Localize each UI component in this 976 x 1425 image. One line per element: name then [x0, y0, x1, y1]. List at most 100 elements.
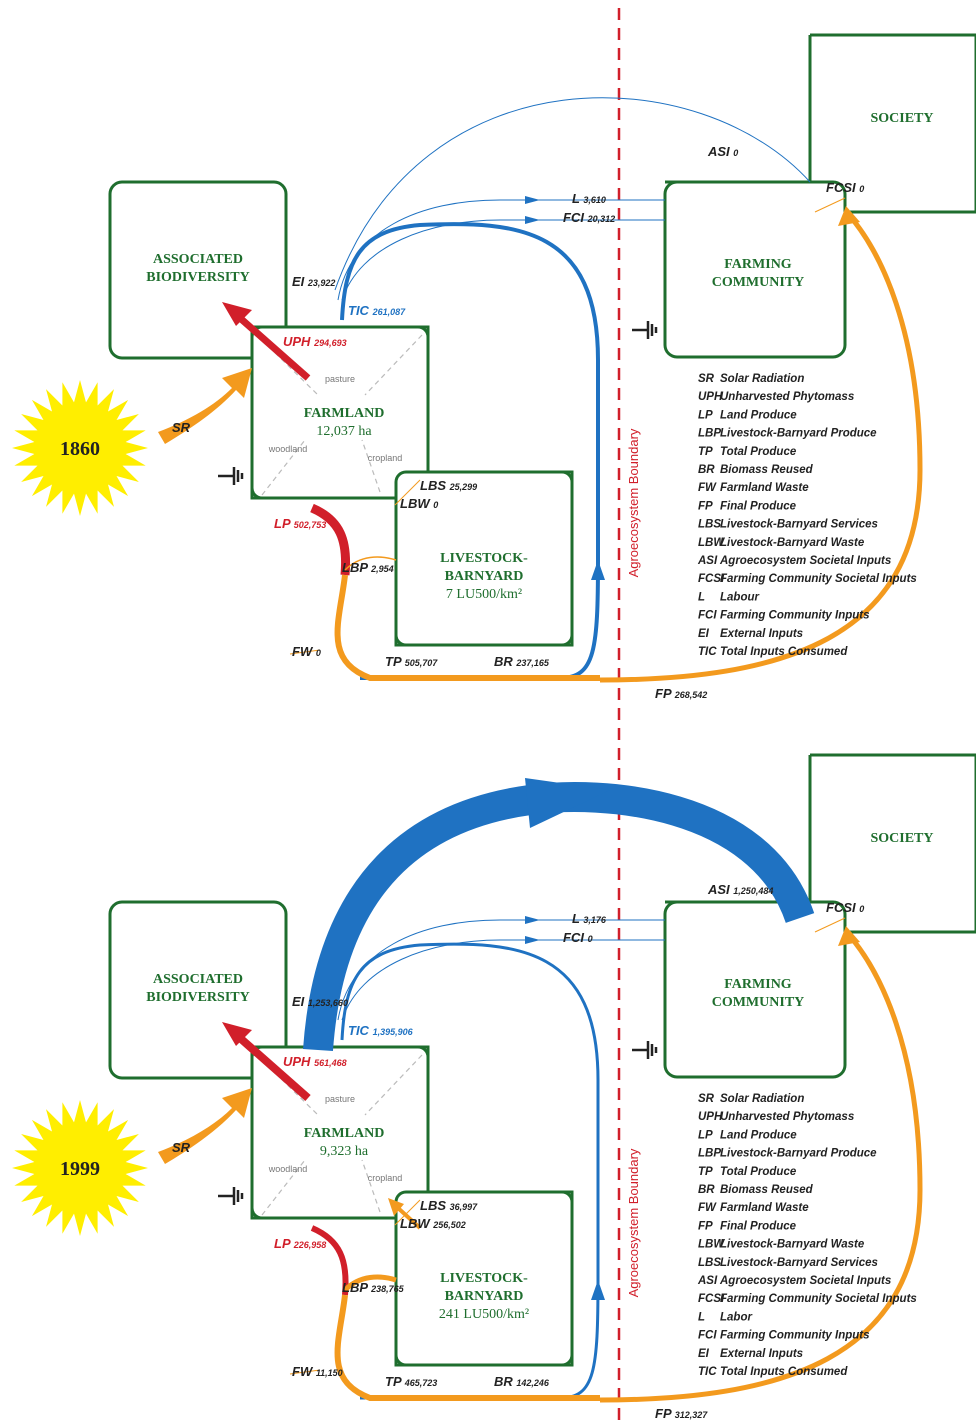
land-use-dividers [261, 1054, 423, 1216]
lbp-label: LBP 2,954 [342, 560, 394, 575]
tp-label: TP 465,723 [385, 1374, 437, 1389]
fcsi-arrow [814, 197, 846, 213]
sun-icon: 1860 [12, 380, 148, 516]
sr-arrow [158, 368, 252, 444]
farmland-title: FARMLAND [304, 406, 385, 421]
legend-text: Total Produce [720, 1166, 797, 1178]
legend-code: L [698, 1311, 705, 1323]
legend-text: Farming Community Societal Inputs [720, 1293, 917, 1305]
legend-text: Livestock-Barnyard Services [720, 519, 878, 531]
legend-text: Livestock-Barnyard Waste [720, 537, 865, 549]
legend-code: TIC [698, 1366, 717, 1378]
legend-code: FCI [698, 610, 717, 622]
legend-text: Biomass Reused [720, 464, 814, 476]
farmland-sink-icon [218, 1187, 244, 1205]
legend-code: LP [698, 409, 713, 421]
society-box [810, 33, 976, 214]
legend-text: Livestock-Barnyard Produce [720, 428, 877, 440]
livestock-density: 241 LU500/km² [439, 1307, 529, 1322]
legend-code: TIC [698, 646, 717, 658]
legend-text: External Inputs [720, 1348, 803, 1360]
fci-label: FCI 20,312 [563, 210, 615, 225]
panel-1860: 1860ASSOCIATEDBIODIVERSITYFARMLAND12,037… [12, 33, 976, 701]
associated-biodiversity-title-2: BIODIVERSITY [146, 990, 249, 1005]
legend-text: Farming Community Inputs [720, 1330, 870, 1342]
legend-code: EI [698, 628, 710, 640]
lp-label: LP 502,753 [274, 516, 326, 531]
l-label: L 3,610 [572, 191, 606, 206]
uph-label: UPH 294,693 [283, 334, 347, 349]
legend-code: LBS [698, 1257, 721, 1269]
community-sink-icon [632, 1041, 658, 1059]
l-arrowhead [525, 196, 540, 204]
sr-label: SR [172, 420, 191, 435]
society-title: SOCIETY [870, 111, 933, 126]
woodland-label: woodland [268, 444, 308, 454]
br-tic-loop [340, 222, 600, 680]
farmland-sink-icon [218, 467, 244, 485]
livestock-title-2: BARNYARD [445, 569, 524, 584]
associated-biodiversity-title: ASSOCIATED [153, 972, 243, 987]
lbs-arrow [394, 1199, 421, 1226]
farmland-area: 9,323 ha [320, 1144, 369, 1159]
legend-code: SR [698, 373, 715, 385]
legend-text: Agroecosystem Societal Inputs [719, 555, 891, 567]
legend-code: FP [698, 500, 713, 512]
legend-text: Agroecosystem Societal Inputs [719, 1275, 891, 1287]
legend-text: Total Inputs Consumed [720, 1366, 848, 1378]
fcsi-label: FCSI 0 [826, 180, 864, 195]
cropland-label: cropland [368, 453, 403, 463]
lbs-arrow [394, 479, 421, 506]
legend-text: Livestock-Barnyard Produce [720, 1148, 877, 1160]
legend-text: Solar Radiation [720, 373, 804, 385]
lbw-arrowhead [388, 1198, 404, 1216]
boundary-label: Agroecosystem Boundary [626, 428, 641, 577]
legend-code: SR [698, 1093, 715, 1105]
livestock-title-2: BARNYARD [445, 1289, 524, 1304]
legend-text: Final Produce [720, 500, 797, 512]
legend-code: LP [698, 1129, 713, 1141]
legend-text: Land Produce [720, 1129, 797, 1141]
legend-code: FCSI [698, 1293, 725, 1305]
fcsi-arrow [814, 917, 846, 933]
livestock-title: LIVESTOCK- [440, 551, 528, 566]
br-tic-loop [340, 942, 600, 1400]
asi-arrow [334, 97, 811, 291]
tic-label: TIC 1,395,906 [348, 1023, 414, 1038]
uph-arrow [237, 315, 311, 381]
cropland-label: cropland [368, 1173, 403, 1183]
legend-code: BR [698, 464, 715, 476]
legend-text: External Inputs [720, 628, 803, 640]
legend-text: Labor [720, 1311, 752, 1323]
lbs-label: LBS 36,997 [420, 1198, 478, 1213]
sun-disc [34, 402, 126, 494]
lp-arrow [310, 1225, 349, 1296]
associated-biodiversity-title-2: BIODIVERSITY [146, 270, 249, 285]
l-arrow [337, 199, 665, 301]
legend-text: Final Produce [720, 1220, 797, 1232]
fw-arrow [289, 1369, 321, 1375]
legend-code: EI [698, 1348, 710, 1360]
panels: 1860ASSOCIATEDBIODIVERSITYFARMLAND12,037… [12, 33, 976, 1421]
legend-text: Unharvested Phytomass [720, 391, 854, 403]
lbw-label: LBW 256,502 [400, 1216, 466, 1231]
fci-arrow [341, 939, 665, 1021]
fcsi-label: FCSI 0 [826, 900, 864, 915]
br-label: BR 142,246 [494, 1374, 550, 1389]
livestock-density: 7 LU500/km² [446, 587, 522, 602]
lp-arrow [310, 503, 351, 576]
fci-label: FCI 0 [563, 930, 593, 945]
legend-code: FP [698, 1220, 713, 1232]
farming-community-box [663, 900, 847, 1079]
legend-code: L [698, 591, 705, 603]
fw-label: FW 0 [292, 644, 321, 659]
legend-text: Total Inputs Consumed [720, 646, 848, 658]
legend-text: Total Produce [720, 446, 797, 458]
farming-community-title: FARMING [724, 977, 792, 992]
legend-code: FCI [698, 1330, 717, 1342]
br-arrowhead [591, 560, 605, 580]
legend-text: Farming Community Societal Inputs [720, 573, 917, 585]
